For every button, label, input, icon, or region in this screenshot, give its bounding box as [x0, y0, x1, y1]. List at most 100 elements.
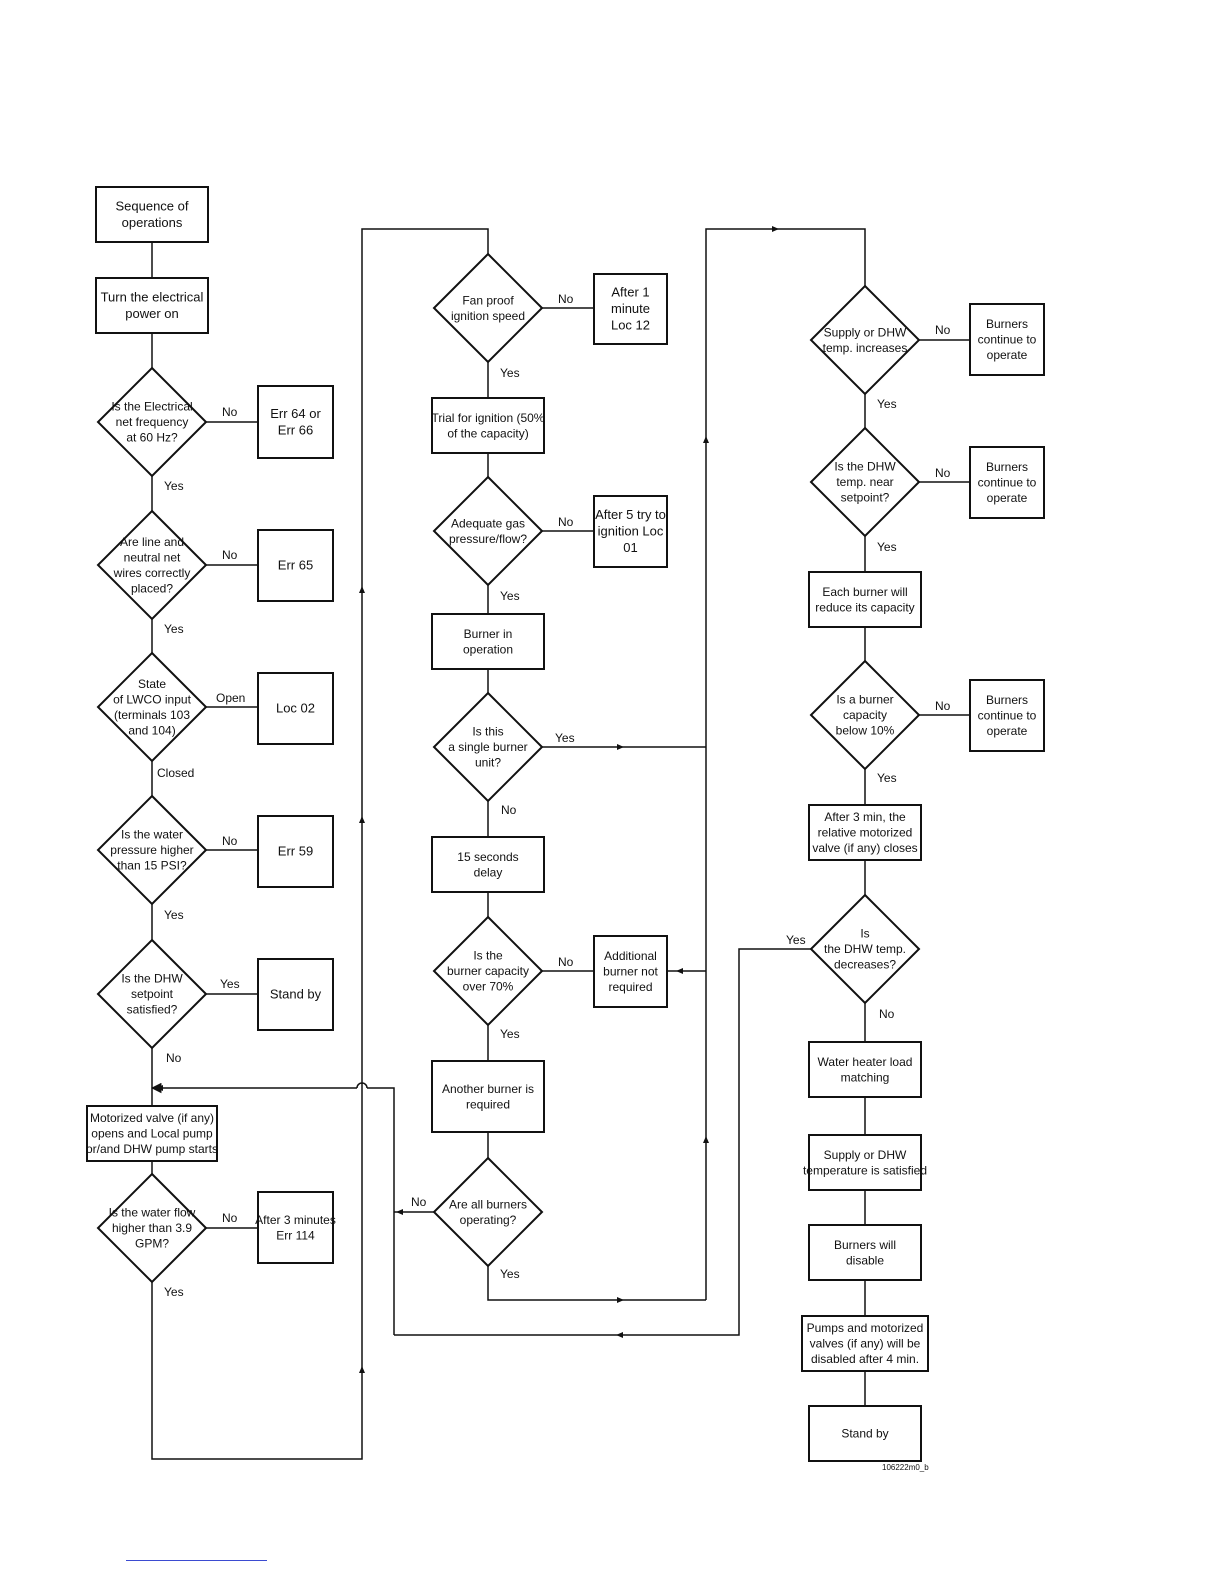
- node-text-line: 01: [623, 540, 637, 555]
- decision-diamond: [809, 893, 921, 1005]
- node-text-line: Supply or DHW: [824, 325, 907, 339]
- node-start: Sequence of operations: [95, 186, 209, 243]
- node-text-line: Turn the electrical: [101, 289, 204, 304]
- node-err59: Err 59: [257, 815, 334, 888]
- node-valve-opens: Motorized valve (if any)opens and Local …: [86, 1105, 218, 1162]
- process-box: [257, 385, 334, 459]
- edge-label-cap70-yes: Yes: [500, 1027, 520, 1041]
- process-box: [808, 1224, 922, 1281]
- edge-label-lwco-closed: Closed: [157, 766, 194, 780]
- node-text-line: minute: [611, 301, 650, 316]
- process-box: [257, 672, 334, 745]
- node-text-line: Sequence of: [115, 198, 188, 213]
- node-text-line: valves (if any) will be: [810, 1337, 921, 1351]
- node-text-line: and 104): [128, 723, 175, 737]
- node-text-line: over 70%: [463, 980, 514, 994]
- node-text-line: operating?: [460, 1213, 517, 1227]
- node-text-line: Burner in: [464, 627, 513, 641]
- decision-diamond: [809, 659, 921, 771]
- decision-diamond: [96, 509, 208, 621]
- process-box: [808, 804, 922, 861]
- node-text-line: below 10%: [836, 724, 895, 738]
- node-text-line: Is: [860, 927, 869, 941]
- edge-label-single-no: No: [501, 803, 517, 817]
- node-text-line: Is the water flow: [109, 1206, 196, 1220]
- edge-label-dhw-sp-yes: Yes: [220, 977, 240, 991]
- edge-label-line-yes: Yes: [164, 622, 184, 636]
- node-text-line: than 15 PSI?: [117, 859, 187, 873]
- flow-arrow-icon: [703, 436, 709, 443]
- process-box: [969, 679, 1045, 752]
- process-box: [969, 303, 1045, 376]
- decision-diamond: [809, 426, 921, 538]
- node-loc02: Loc 02: [257, 672, 334, 745]
- edge-right-bus: [705, 228, 866, 1300]
- node-text-line: Is the DHW: [121, 972, 183, 986]
- node-text-line: ignition speed: [451, 309, 525, 323]
- node-text-line: neutral net: [124, 550, 181, 564]
- node-text-line: ignition Loc: [598, 524, 664, 539]
- node-text-line: Burners: [986, 460, 1028, 474]
- edge-labels: NoYesNoYesOpenClosedNoYesYesNoNoYesNoYes…: [157, 292, 951, 1299]
- node-text-line: satisfied?: [127, 1003, 178, 1017]
- node-text-line: After 1: [611, 285, 649, 300]
- process-box: [95, 186, 209, 243]
- decision-diamond: [809, 284, 921, 396]
- node-text-line: Err 114: [276, 1228, 315, 1242]
- node-standby2: Stand by: [808, 1405, 922, 1462]
- process-box: [431, 613, 545, 670]
- node-text-line: Are all burners: [449, 1197, 527, 1211]
- node-text-line: disabled after 4 min.: [811, 1352, 919, 1366]
- node-text-line: Loc 02: [276, 701, 315, 716]
- node-text-line: operate: [987, 724, 1028, 738]
- node-text-line: power on: [125, 306, 178, 321]
- edge-dec-yes: [394, 948, 811, 1336]
- process-box: [593, 935, 668, 1008]
- node-text-line: burner not: [603, 965, 658, 979]
- node-text-line: required: [608, 980, 652, 994]
- node-text-line: Err 59: [278, 844, 313, 859]
- flow-arrow-icon: [772, 226, 779, 232]
- edge-all-yes: [487, 1266, 706, 1301]
- edge-label-inc-no: No: [935, 323, 951, 337]
- node-text-line: Is the Electrical: [111, 400, 192, 414]
- node-text-line: operations: [122, 215, 183, 230]
- process-box: [431, 1060, 545, 1133]
- node-text-line: operate: [987, 491, 1028, 505]
- node-text-line: temp. increases: [823, 341, 908, 355]
- edge-label-near-no: No: [935, 466, 951, 480]
- node-text-line: continue to: [978, 709, 1037, 723]
- edge-label-pressure-yes: Yes: [164, 908, 184, 922]
- edge-label-gas-yes: Yes: [500, 589, 520, 603]
- connectors: [150, 226, 970, 1460]
- node-text-line: After 5 try to: [595, 507, 666, 522]
- node-text-line: Water heater load: [818, 1055, 913, 1069]
- node-text-line: unit?: [475, 756, 501, 770]
- node-text-line: of the capacity): [447, 426, 528, 440]
- process-box: [257, 958, 334, 1031]
- flow-arrow-icon: [359, 1366, 365, 1373]
- flow-arrow-icon: [359, 586, 365, 593]
- decision-diamond: [96, 1172, 208, 1284]
- process-box: [95, 277, 209, 334]
- node-text-line: Fan proof: [462, 293, 514, 307]
- node-text-line: Is the: [473, 949, 503, 963]
- node-text-line: delay: [474, 865, 503, 879]
- process-box: [257, 529, 334, 602]
- edge-label-freq-yes: Yes: [164, 479, 184, 493]
